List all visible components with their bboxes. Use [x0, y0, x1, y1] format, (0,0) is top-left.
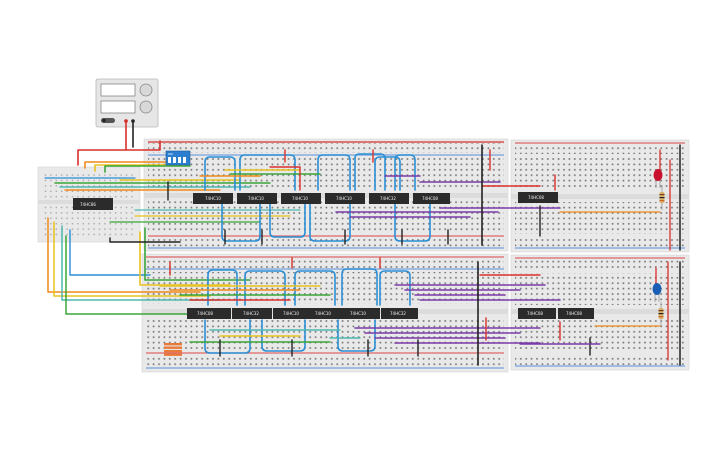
chip-label: 74HC10 [315, 311, 331, 316]
chip-r3[interactable]: 74HC08 [558, 308, 594, 319]
chip-m2[interactable]: 74HC10 [237, 193, 277, 204]
chip-m5[interactable]: 74HC32 [369, 193, 409, 204]
chip-label: 74HC86 [80, 202, 96, 207]
resistor-bottom[interactable] [658, 302, 664, 326]
chip-label: 74HC08 [197, 311, 213, 316]
chip-m6[interactable]: 74HC08 [413, 193, 450, 204]
resistor-top[interactable] [659, 185, 665, 210]
dip-switch-toggle-2[interactable] [173, 157, 176, 163]
chip-label: 74HC32 [390, 311, 406, 316]
chip-b3[interactable]: 74HC10 [273, 308, 313, 319]
chip-label: 74HC10 [248, 196, 264, 201]
chip-a1[interactable]: 74HC86 [73, 198, 113, 210]
chip-label: 74HC08 [527, 311, 543, 316]
chip-label: 74HC08 [566, 311, 582, 316]
bench-power-supply[interactable] [95, 78, 159, 128]
chip-label: 74HC10 [283, 311, 299, 316]
chip-m4[interactable]: 74HC10 [325, 193, 365, 204]
power-rails [146, 141, 685, 369]
chip-label: 74HC10 [350, 311, 366, 316]
chip-b1[interactable]: 74HC08 [187, 308, 231, 319]
chip-b6[interactable]: 74HC32 [381, 308, 418, 319]
dip-switch-label: ON [168, 152, 173, 156]
resistor-array[interactable] [164, 343, 182, 356]
dip-switch-toggle-4[interactable] [183, 157, 186, 163]
chip-b4[interactable]: 74HC10 [304, 308, 344, 319]
led-blue-indicator [652, 283, 662, 302]
chip-r2[interactable]: 74HC08 [518, 308, 556, 319]
current-knob[interactable] [139, 100, 153, 114]
dip-switch[interactable]: ON [165, 150, 191, 166]
chip-r1[interactable]: 74HC08 [518, 192, 558, 203]
resistors [164, 185, 665, 356]
chip-label: 74HC10 [336, 196, 352, 201]
chips: 74HC86 74HC10 74HC10 74HC10 74HC10 74HC3… [73, 192, 594, 319]
chip-label: 74HC10 [205, 196, 221, 201]
dip-switch-toggle-1[interactable] [168, 157, 171, 163]
chip-m3[interactable]: 74HC10 [281, 193, 321, 204]
chip-label: 74HC32 [380, 196, 396, 201]
chip-b2[interactable]: 74HC32 [232, 308, 272, 319]
chip-label: 74HC10 [292, 196, 308, 201]
led-red-indicator [653, 169, 663, 188]
wires[interactable] [44, 120, 681, 366]
chip-label: 74HC08 [422, 196, 438, 201]
chip-m1[interactable]: 74HC10 [193, 193, 233, 204]
chip-label: 74HC08 [528, 195, 544, 200]
chip-label: 74HC32 [243, 311, 259, 316]
voltage-knob[interactable] [139, 83, 153, 97]
dip-switch-toggle-3[interactable] [178, 157, 181, 163]
chip-b5[interactable]: 74HC10 [340, 308, 380, 319]
